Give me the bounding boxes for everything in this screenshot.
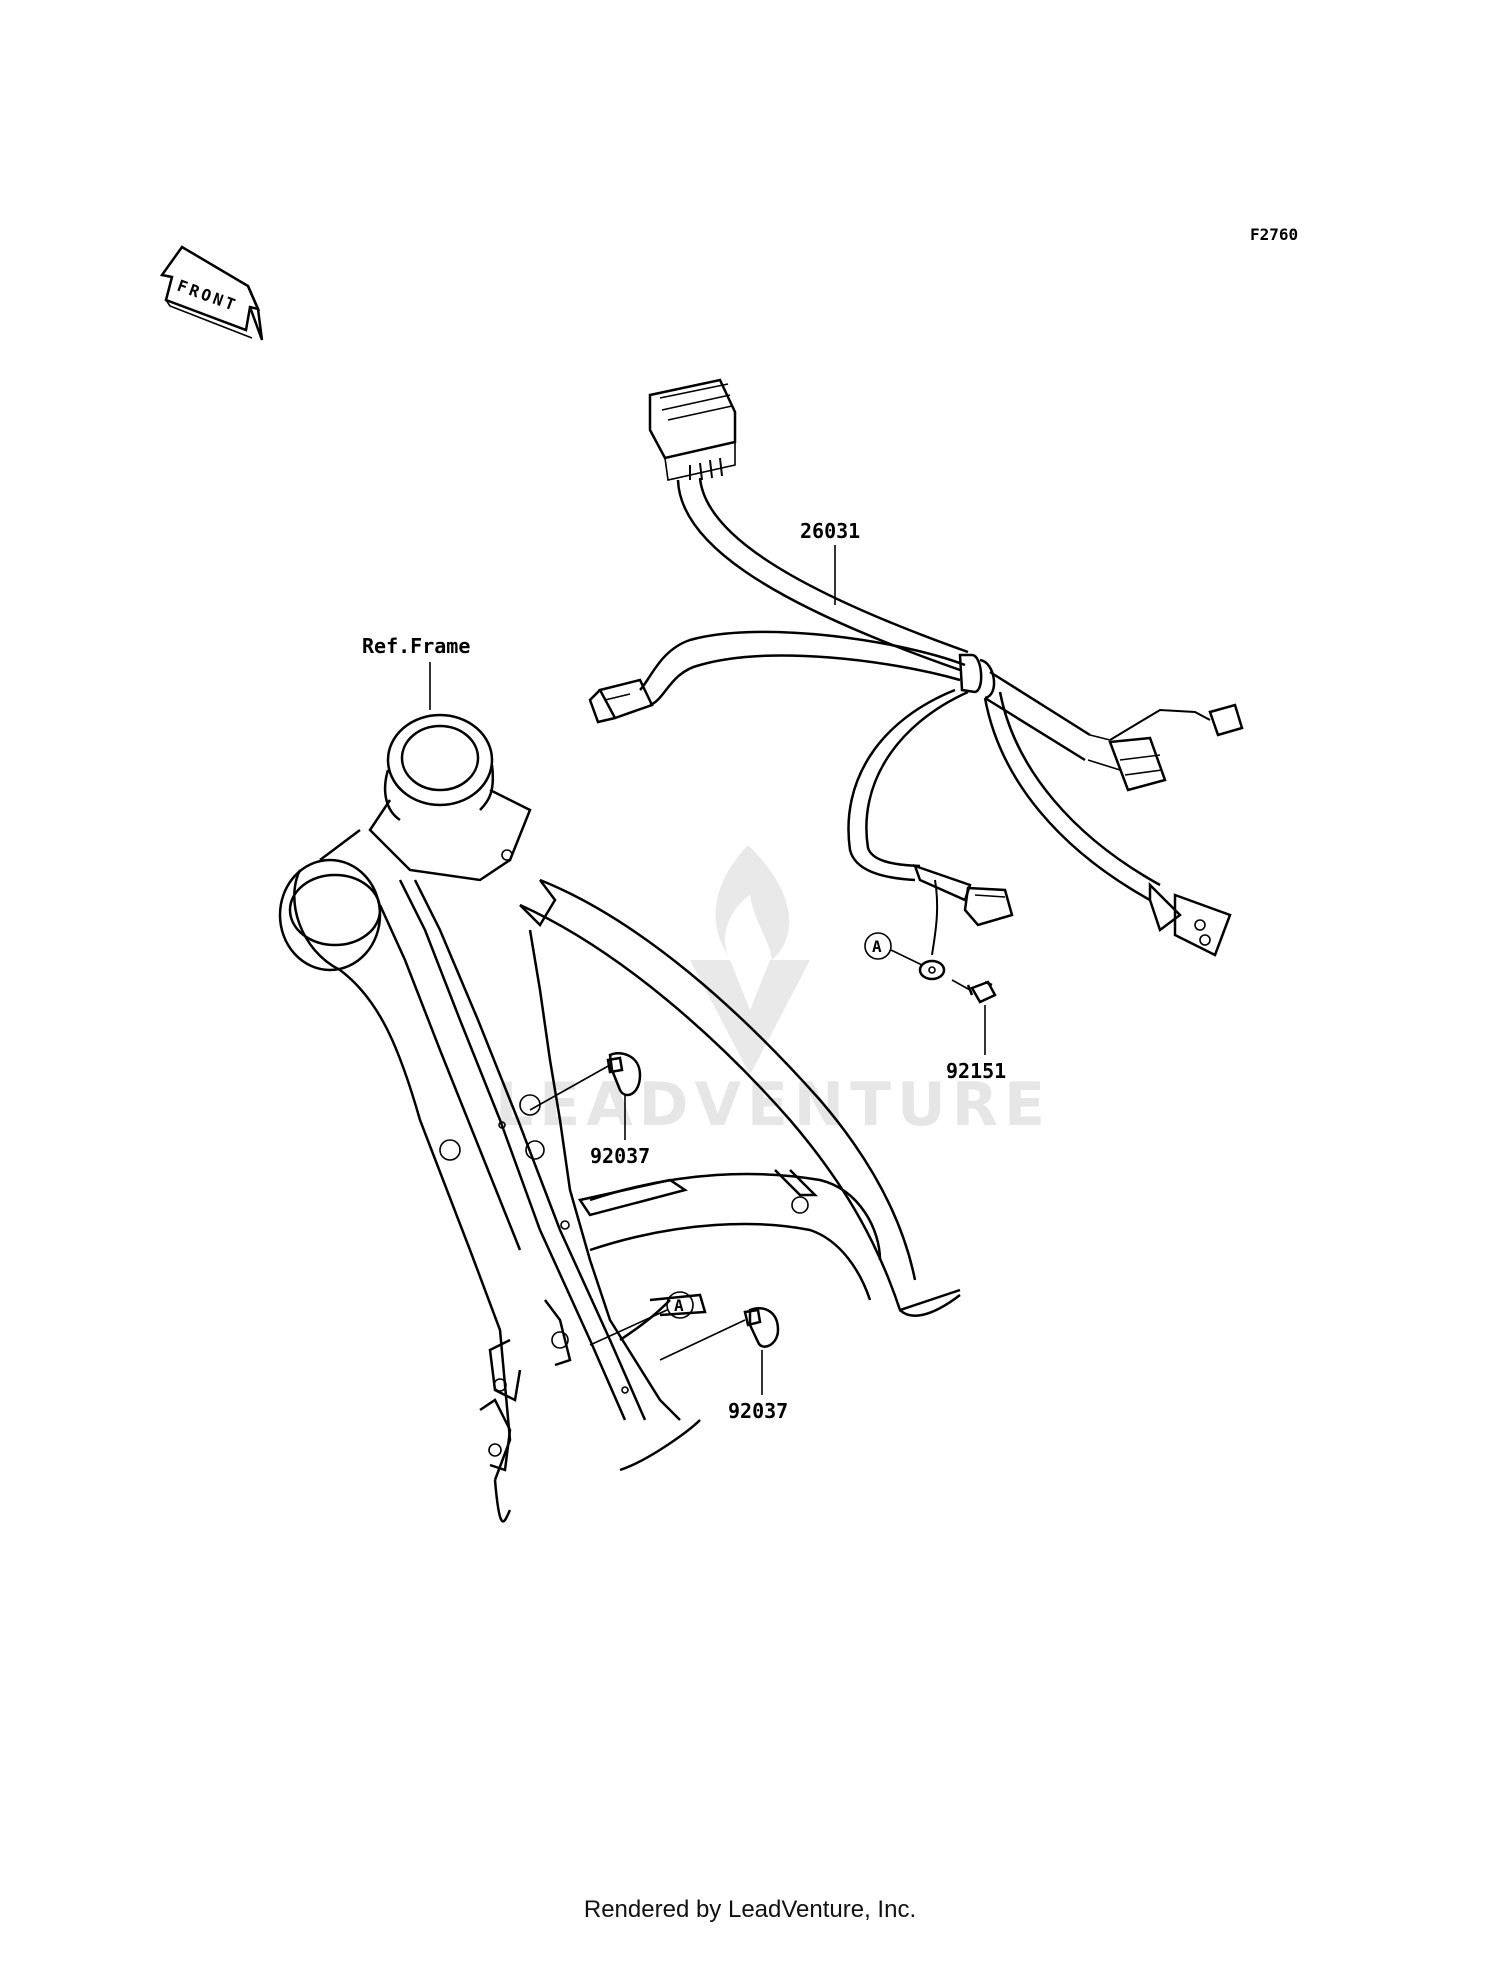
bolt-icon — [951, 979, 997, 1055]
callout-letter: A — [674, 1296, 684, 1315]
ref-frame-label: Ref.Frame — [362, 634, 470, 658]
watermark: LEADVENTURE — [495, 845, 1051, 1140]
front-arrow-icon: FRONT — [159, 245, 264, 341]
part-number-bolt: 92151 — [946, 1059, 1006, 1083]
diagram-code: F2760 — [1250, 225, 1298, 244]
wiring-harness — [588, 378, 1244, 981]
part-number-clamp-upper: 92037 — [590, 1144, 650, 1168]
clamp-lower-icon — [659, 1306, 780, 1395]
callout-a-frame: A — [589, 1291, 694, 1346]
callout-a-ground: A — [864, 932, 923, 966]
part-number-clamp-lower: 92037 — [728, 1399, 788, 1423]
clamp-upper-icon — [529, 1051, 642, 1140]
frame — [278, 713, 961, 1523]
footer-credit: Rendered by LeadVenture, Inc. — [583, 1896, 917, 1923]
callout-letter: A — [872, 937, 882, 956]
watermark-text: LEADVENTURE — [495, 1070, 1051, 1140]
part-number-harness: 26031 — [800, 519, 860, 543]
front-label: FRONT — [175, 276, 241, 315]
